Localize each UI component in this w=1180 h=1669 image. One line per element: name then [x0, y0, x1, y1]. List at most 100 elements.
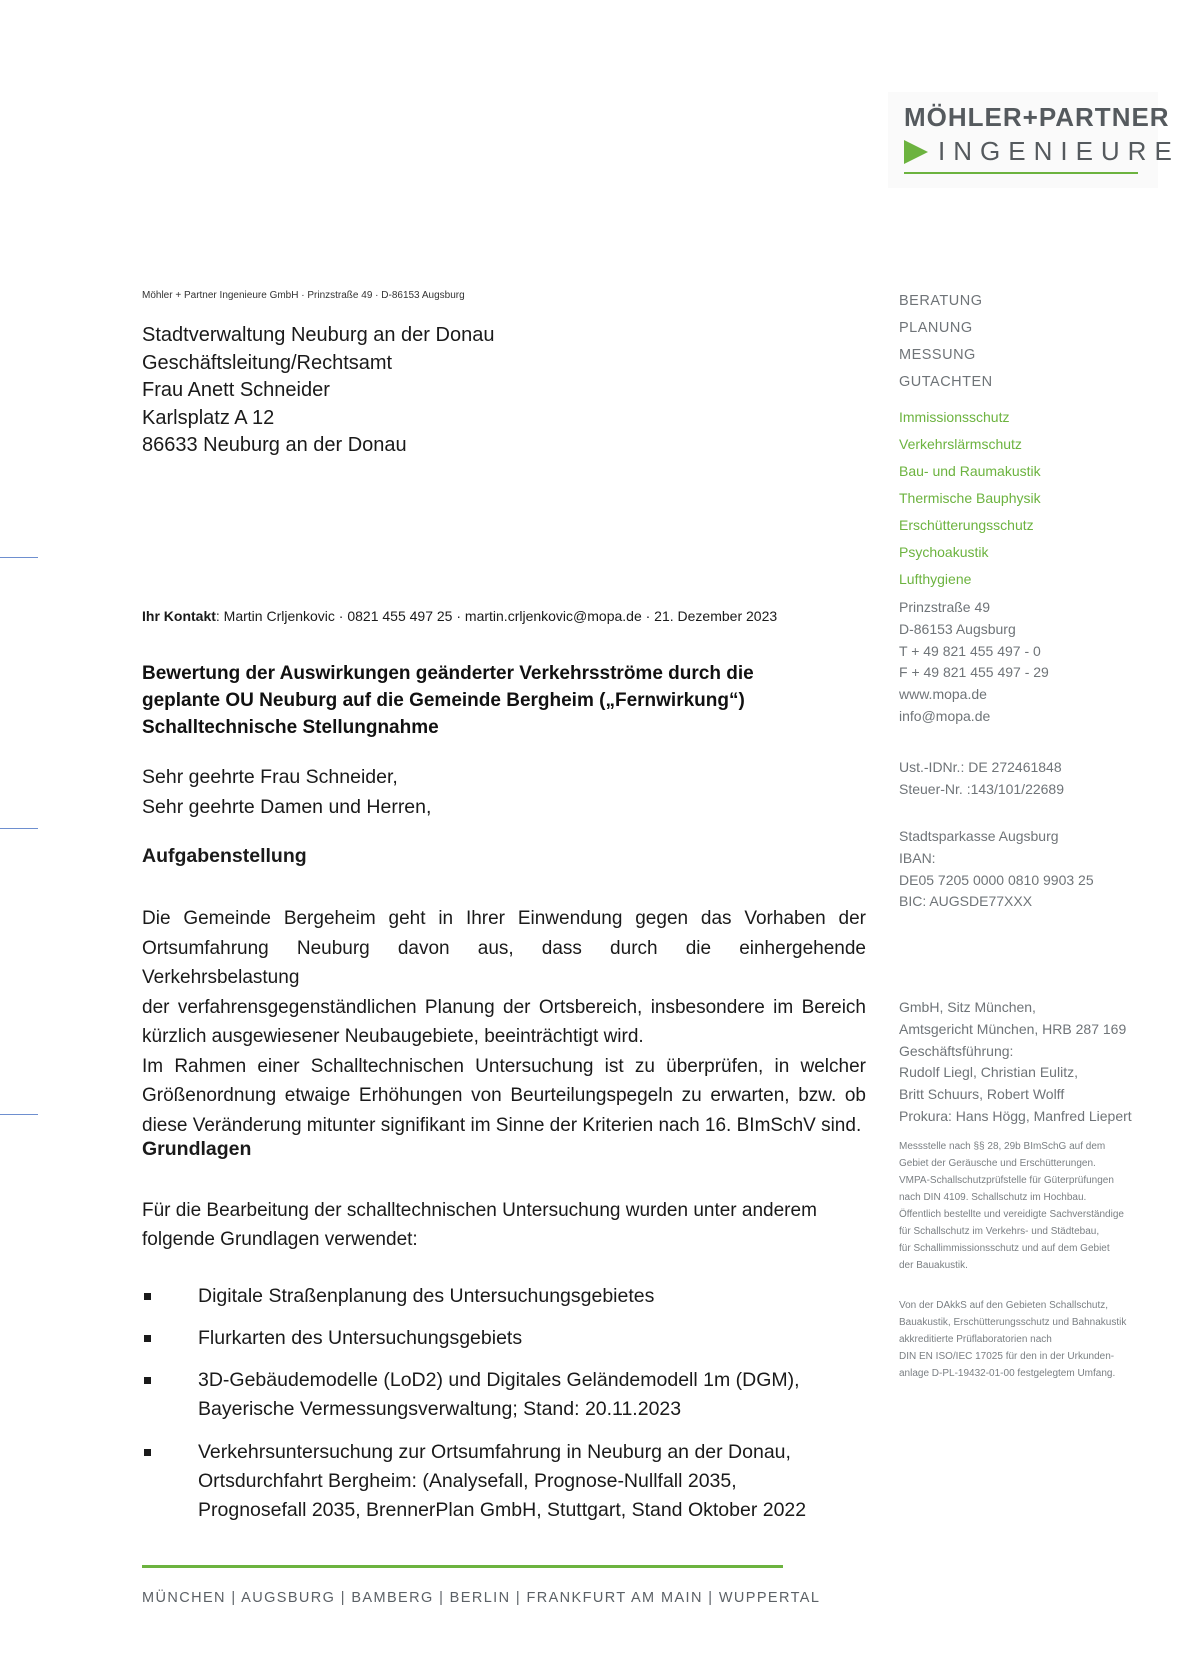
list-item-text: Prognosefall 2035, BrennerPlan GmbH, Stu… — [198, 1499, 807, 1521]
sidebar-website: www.mopa.de — [899, 686, 987, 703]
sidebar-company-line: Britt Schuurs, Robert Wolff — [899, 1086, 1065, 1103]
accreditation-line: Öffentlich bestellte und vereidigte Sach… — [899, 1209, 1124, 1220]
subject-line: geplante OU Neuburg auf die Gemeinde Ber… — [142, 690, 745, 711]
accreditation-line: für Schallschutz im Verkehrs- und Städte… — [899, 1226, 1100, 1237]
list-item-text: Ortsdurchfahrt Bergheim: (Analysefall, P… — [198, 1470, 737, 1492]
sidebar-address: Prinzstraße 49 D-86153 Augsburg T + 49 8… — [899, 597, 1049, 728]
subject-line: Bewertung der Auswirkungen geänderter Ve… — [142, 663, 754, 684]
sidebar-address-line: D-86153 Augsburg — [899, 620, 1016, 637]
bullet-square-icon — [144, 1377, 151, 1384]
section-heading-basis: Grundlagen — [142, 1138, 252, 1160]
specialty-item: Verkehrslärmschutz — [899, 436, 1022, 452]
dakks-line: Von der DAkkS auf den Gebieten Schallsch… — [899, 1300, 1109, 1311]
salutation-line: Sehr geehrte Frau Schneider, — [142, 766, 398, 788]
logo-arrow-icon — [904, 140, 928, 164]
address-line: 86633 Neuburg an der Donau — [142, 434, 407, 456]
sender-line: Möhler + Partner Ingenieure GmbH · Prinz… — [142, 290, 465, 301]
paragraph-line: Im Rahmen einer Schalltechnischen Unters… — [142, 1055, 866, 1077]
specialty-item: Psychoakustik — [899, 544, 989, 560]
logo-underline — [904, 172, 1138, 174]
logo-text-main: MÖHLER+PARTNER — [904, 102, 1170, 132]
service-item: PLANUNG — [899, 320, 973, 336]
specialty-item: Thermische Bauphysik — [899, 490, 1041, 506]
sidebar-company-line: GmbH, Sitz München, — [899, 999, 1036, 1015]
contact-text: : Martin Crljenkovic · 0821 455 497 25 ·… — [215, 608, 778, 624]
sidebar-company-line: Rudolf Liegl, Christian Eulitz, — [899, 1064, 1078, 1081]
accreditation-line: VMPA-Schallschutzprüfstelle für Güterprü… — [899, 1175, 1114, 1186]
specialty-item: Erschütterungsschutz — [899, 517, 1034, 533]
paragraph-line: Ortsumfahrung Neuburg davon aus, dass du… — [142, 937, 866, 989]
accreditation-line: Gebiet der Geräusche und Erschütterungen… — [899, 1158, 1096, 1169]
paragraph-line: diese Veränderung mitunter signifikant i… — [142, 1114, 862, 1136]
dakks-line: DIN EN ISO/IEC 17025 für den in der Urku… — [899, 1351, 1115, 1362]
sidebar-address-line: Prinzstraße 49 — [899, 599, 991, 615]
sidebar-company-line: Geschäftsführung: — [899, 1042, 1014, 1059]
bullet-square-icon — [144, 1335, 151, 1342]
paragraph-line: folgende Grundlagen verwendet: — [142, 1229, 418, 1250]
footer-locations: MÜNCHEN | AUGSBURG | BAMBERG | BERLIN | … — [142, 1590, 821, 1606]
service-item: BERATUNG — [899, 293, 983, 309]
sidebar-fax: F + 49 821 455 497 - 29 — [899, 664, 1049, 681]
address-line: Frau Anett Schneider — [142, 379, 330, 401]
address-line: Stadtverwaltung Neuburg an der Donau — [142, 324, 495, 346]
sidebar-bank-line: BIC: AUGSDE77XXX — [899, 893, 1033, 910]
sidebar-tax-line: Ust.-IDNr.: DE 272461848 — [899, 759, 1062, 775]
dakks-line: akkreditierte Prüflaboratorien nach — [899, 1334, 1052, 1345]
list-item-text: Bayerische Vermessungsverwaltung; Stand:… — [198, 1398, 682, 1420]
footer-divider — [142, 1565, 783, 1568]
salutation-line: Sehr geehrte Damen und Herren, — [142, 796, 432, 818]
specialty-item: Bau- und Raumakustik — [899, 463, 1041, 479]
accreditation-line: der Bauakustik. — [899, 1260, 968, 1271]
company-logo: MÖHLER+PARTNER INGENIEURE — [888, 92, 1172, 188]
paragraph-line: der verfahrensgegenständlichen Planung d… — [142, 996, 866, 1018]
address-line: Geschäftsleitung/Rechtsamt — [142, 351, 393, 374]
accreditation-line: für Schallimmissionsschutz und auf dem G… — [899, 1243, 1110, 1254]
sidebar-accreditation: Messstelle nach §§ 28, 29b BImSchG auf d… — [899, 1138, 1124, 1274]
bullet-square-icon — [144, 1449, 151, 1456]
subject: Bewertung der Auswirkungen geänderter Ve… — [142, 660, 754, 741]
service-item: GUTACHTEN — [899, 374, 993, 390]
list-item-text: Digitale Straßenplanung des Untersuchung… — [198, 1285, 655, 1307]
fold-mark — [0, 828, 38, 829]
address-line: Karlsplatz A 12 — [142, 406, 275, 429]
paragraph-line: Für die Bearbeitung der schalltechnische… — [142, 1200, 817, 1221]
contact-label: Ihr Kontakt — [142, 608, 216, 624]
sidebar-specialties: Immissionsschutz Verkehrslärmschutz Bau-… — [899, 404, 1041, 593]
sidebar-tax-line: Steuer-Nr. :143/101/22689 — [899, 780, 1065, 797]
sidebar-dakks: Von der DAkkS auf den Gebieten Schallsch… — [899, 1297, 1126, 1382]
sidebar-bank-line: DE05 7205 0000 0810 9903 25 — [899, 871, 1094, 888]
bullet-square-icon — [144, 1293, 151, 1300]
list-item-text: 3D-Gebäudemodelle (LoD2) und Digitales G… — [198, 1369, 800, 1391]
sidebar-bank-line: IBAN: — [899, 849, 936, 866]
task-paragraph: Die Gemeinde Bergeheim geht in Ihrer Ein… — [142, 904, 866, 1140]
specialty-item: Lufthygiene — [899, 571, 972, 587]
sidebar-bank: Stadtsparkasse Augsburg IBAN: DE05 7205 … — [899, 826, 1094, 913]
sidebar-company-line: Prokura: Hans Högg, Manfred Liepert — [899, 1107, 1132, 1124]
specialty-item: Immissionsschutz — [899, 409, 1010, 425]
paragraph-line: Größenordnung etwaige Erhöhungen von Beu… — [142, 1085, 866, 1106]
sidebar-company: GmbH, Sitz München, Amtsgericht München,… — [899, 997, 1132, 1128]
service-item: MESSUNG — [899, 347, 976, 363]
list-item-text: Flurkarten des Untersuchungsgebiets — [198, 1327, 523, 1349]
accreditation-line: Messstelle nach §§ 28, 29b BImSchG auf d… — [899, 1141, 1106, 1152]
sidebar-tax: Ust.-IDNr.: DE 272461848 Steuer-Nr. :143… — [899, 757, 1064, 801]
salutation: Sehr geehrte Frau Schneider, Sehr geehrt… — [142, 762, 431, 822]
sidebar-company-line: Amtsgericht München, HRB 287 169 — [899, 1020, 1127, 1037]
paragraph-line: Die Gemeinde Bergeheim geht in Ihrer Ein… — [142, 908, 866, 929]
section-heading-task: Aufgabenstellung — [142, 845, 307, 867]
dakks-line: anlage D-PL-19432-01-00 festgelegtem Umf… — [899, 1368, 1116, 1379]
list-item-text: Verkehrsuntersuchung zur Ortsumfahrung i… — [198, 1441, 791, 1463]
subject-line: Schalltechnische Stellungnahme — [142, 717, 439, 738]
fold-mark — [0, 557, 38, 558]
accreditation-line: nach DIN 4109. Schallschutz im Hochbau. — [899, 1192, 1087, 1203]
paragraph-line: kürzlich ausgewiesener Neubaugebiete, be… — [142, 1026, 644, 1047]
recipient-address: Stadtverwaltung Neuburg an der Donau Ges… — [142, 322, 494, 460]
sidebar-email: info@mopa.de — [899, 707, 991, 724]
contact-line: Ihr Kontakt: Martin Crljenkovic · 0821 4… — [142, 608, 777, 624]
fold-mark — [0, 1114, 38, 1115]
dakks-line: Bauakustik, Erschütterungsschutz und Bah… — [899, 1317, 1127, 1328]
sidebar-bank-line: Stadtsparkasse Augsburg — [899, 828, 1059, 844]
logo-text-sub: INGENIEURE — [938, 136, 1180, 166]
sidebar-phone: T + 49 821 455 497 - 0 — [899, 642, 1041, 659]
sidebar-services: BERATUNG PLANUNG MESSUNG GUTACHTEN — [899, 288, 993, 396]
